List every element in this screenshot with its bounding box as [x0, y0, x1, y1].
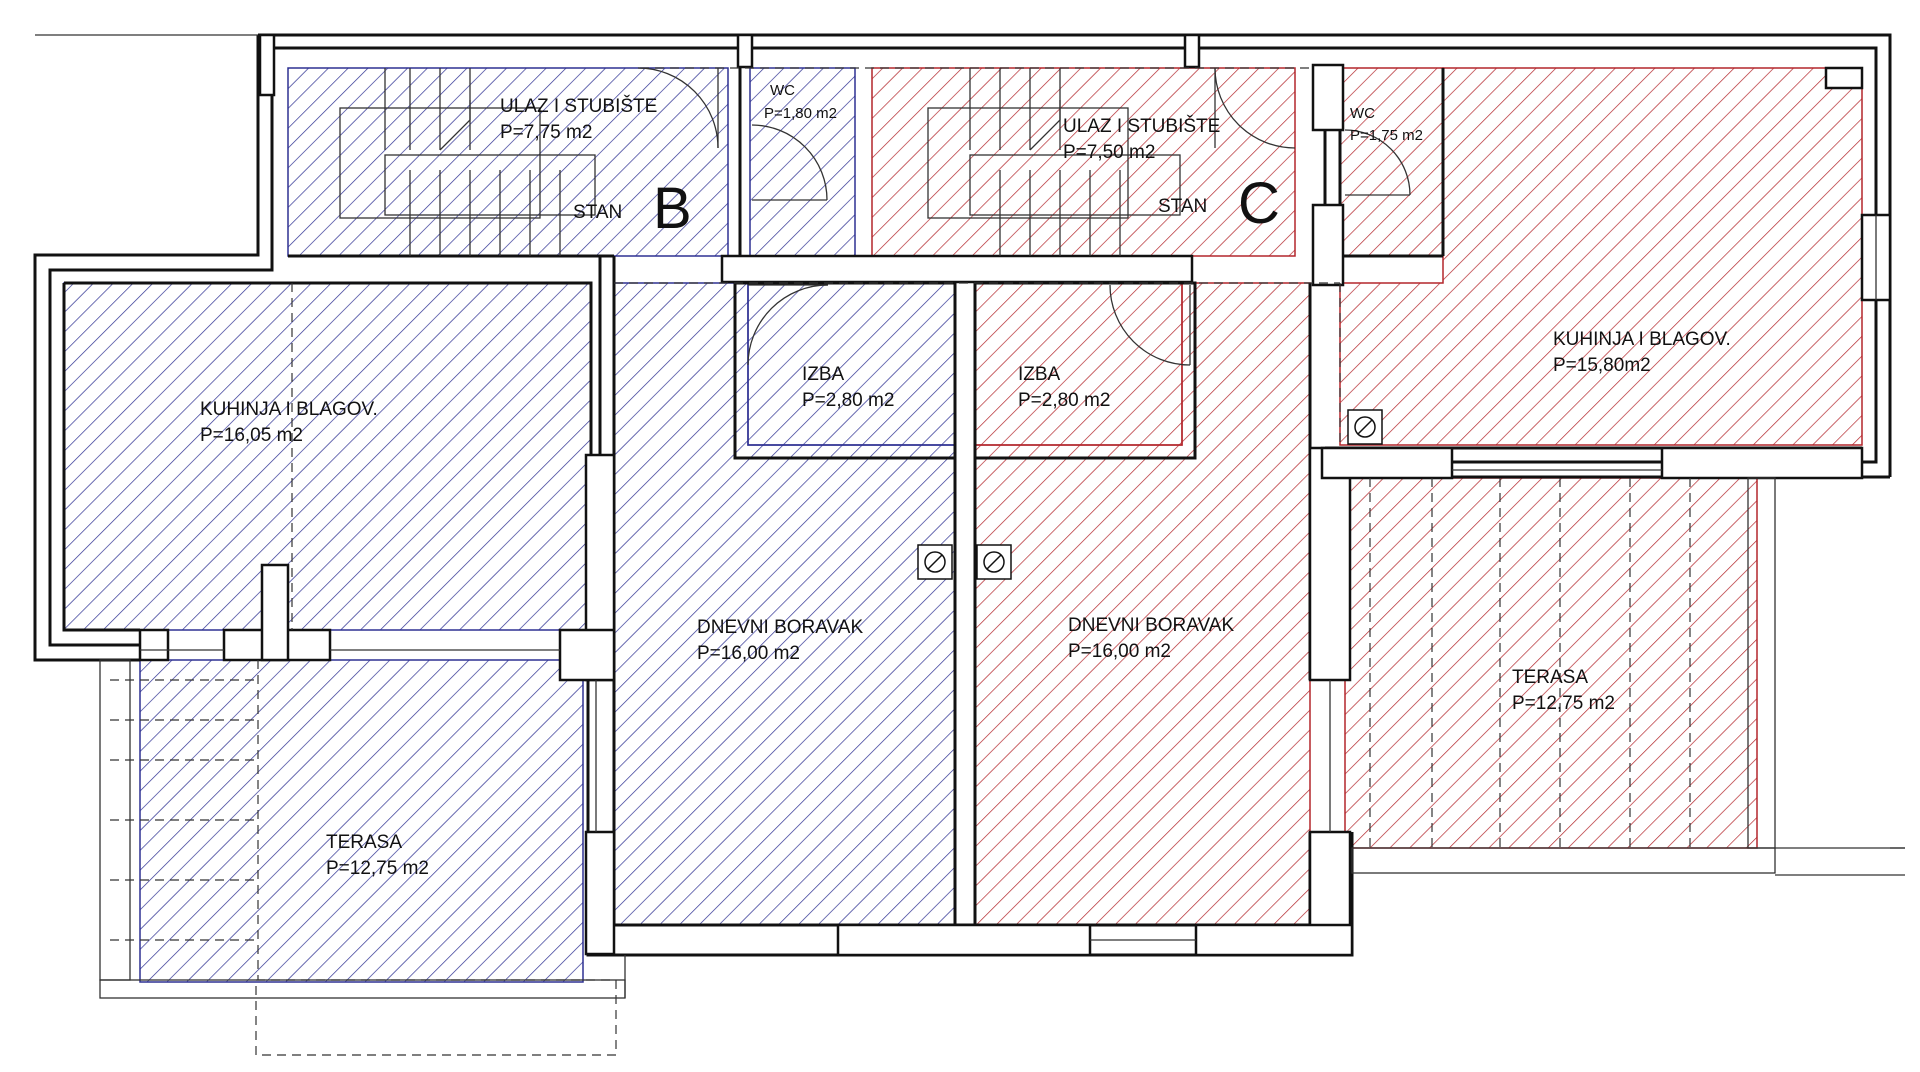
unit-c-izba-name: IZBA [1018, 364, 1061, 385]
unit-c-entrance-name: ULAZ I STUBIŠTE [1063, 115, 1220, 137]
door-swing-icon [1344, 129, 1411, 196]
unit-b-terrace-name: TERASA [326, 832, 402, 853]
unit-c-terrace-area [1344, 477, 1758, 849]
unit-c-living-area-label: P=16,00 m2 [1068, 641, 1171, 662]
unit-b-izba-area [747, 282, 956, 446]
staircase-icon [339, 68, 596, 256]
unit-c-letter: C [1238, 171, 1280, 236]
unit-c-entrance-area-label: P=7,50 m2 [1063, 142, 1155, 163]
unit-c-kitchen-area-label: P=15,80m2 [1553, 355, 1651, 376]
unit-c-izba-area-label: P=2,80 m2 [1018, 390, 1110, 411]
unit-b-wc-area [749, 67, 856, 257]
unit-b-area [63, 67, 956, 983]
unit-c-stan-label: STAN [1158, 196, 1207, 217]
unit-b-terrace-area [139, 659, 584, 983]
door-swing-icon [751, 124, 828, 201]
unit-b-wc-area-label: P=1,80 m2 [764, 105, 837, 122]
unit-c-entrance-area [871, 67, 1296, 257]
door-swing-icon [1109, 284, 1191, 366]
unit-c-wc-area [1339, 67, 1444, 257]
unit-b-izba-area-label: P=2,80 m2 [802, 390, 894, 411]
unit-c-kitchen-name: KUHINJA I BLAGOV. [1553, 329, 1731, 350]
staircase-icon [927, 68, 1181, 256]
unit-b-kitchen-name: KUHINJA I BLAGOV. [200, 399, 378, 420]
unit-c-wc-name: WC [1350, 105, 1375, 122]
ventilation-duct-icon [1347, 409, 1383, 445]
unit-b-living-area-label: P=16,00 m2 [697, 643, 800, 664]
door-swing-icon [1214, 67, 1296, 149]
ventilation-duct-icon [917, 544, 953, 580]
unit-b-kitchen-area [63, 282, 592, 631]
unit-c-living-name: DNEVNI BORAVAK [1068, 615, 1234, 636]
unit-c-wc-area-label: P=1,75 m2 [1350, 127, 1423, 144]
detail-lines [35, 34, 1905, 1056]
unit-c-labels: ULAZ I STUBIŠTE P=7,50 m2 WC P=1,75 m2 S… [1018, 105, 1731, 714]
unit-b-izba-name: IZBA [802, 364, 845, 385]
unit-c-izba-area [974, 282, 1183, 446]
ventilation-duct-icon [976, 544, 1012, 580]
unit-b-letter: B [653, 176, 692, 241]
unit-b-living-name: DNEVNI BORAVAK [697, 617, 863, 638]
unit-c-terrace-area-label: P=12,75 m2 [1512, 693, 1615, 714]
unit-b-entrance-name: ULAZ I STUBIŠTE [500, 95, 657, 117]
unit-b-stan-label: STAN [573, 202, 622, 223]
door-swing-icon [637, 67, 719, 149]
unit-c-area [871, 67, 1863, 926]
unit-b-entrance-area-label: P=7,75 m2 [500, 122, 592, 143]
unit-b-kitchen-area-label: P=16,05 m2 [200, 425, 303, 446]
unit-b-wc-name: WC [770, 82, 795, 99]
unit-c-terrace-name: TERASA [1512, 667, 1588, 688]
door-swing-icon [747, 284, 829, 366]
unit-b-labels: ULAZ I STUBIŠTE P=7,75 m2 WC P=1,80 m2 S… [200, 82, 894, 879]
walls [33, 33, 1892, 957]
unit-b-entrance-area [287, 67, 729, 257]
unit-b-terrace-area-label: P=12,75 m2 [326, 858, 429, 879]
